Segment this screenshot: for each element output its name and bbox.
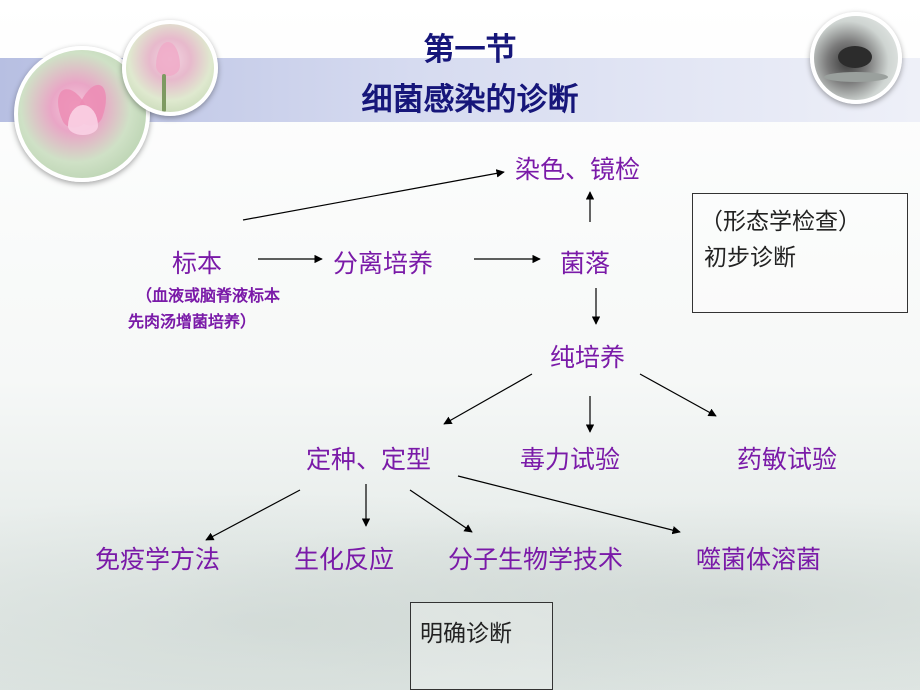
node-drug-sensitivity: 药敏试验 (737, 445, 838, 474)
arrow-pure-to-drug (639, 373, 717, 417)
specimen-note-line1: （血液或脑脊液标本 (136, 286, 281, 305)
node-biochemical: 生化反应 (294, 545, 395, 574)
node-phage-lysis: 噬菌体溶菌 (696, 545, 822, 574)
arrow-identify-to-molecular (409, 489, 473, 533)
node-identification: 定种、定型 (306, 445, 432, 474)
arrow-specimen-to-stain (242, 169, 505, 221)
node-stain-microscopy: 染色、镜检 (515, 155, 641, 184)
specimen-note-line2: 先肉汤增菌培养） (128, 312, 257, 331)
lotus-image-small (122, 20, 218, 116)
node-molecular-biology: 分子生物学技术 (448, 545, 624, 574)
lotus-image-large (14, 46, 150, 182)
node-isolation-culture: 分离培养 (333, 249, 434, 278)
node-virulence-test: 毒力试验 (520, 445, 621, 474)
arrow-identify-to-immunology (205, 489, 301, 541)
page-subtitle: 细菌感染的诊断 (361, 82, 579, 118)
definitive-box-text: 明确诊断 (420, 621, 512, 647)
arrow-identify-to-phage (457, 475, 681, 535)
background-mist (0, 470, 920, 690)
page-title: 第一节 (423, 32, 517, 68)
arrow-pure-to-identify (443, 373, 533, 425)
ink-painting-image (810, 12, 902, 104)
preliminary-box-line1: （形态学检查） (700, 209, 861, 235)
preliminary-box-line2: 初步诊断 (704, 245, 796, 271)
node-immunology: 免疫学方法 (95, 545, 221, 574)
node-pure-culture: 纯培养 (550, 343, 626, 372)
definitive-diagnosis-box (410, 602, 553, 690)
node-colony: 菌落 (560, 249, 611, 278)
preliminary-diagnosis-box (692, 193, 908, 313)
node-specimen: 标本 (172, 249, 223, 278)
